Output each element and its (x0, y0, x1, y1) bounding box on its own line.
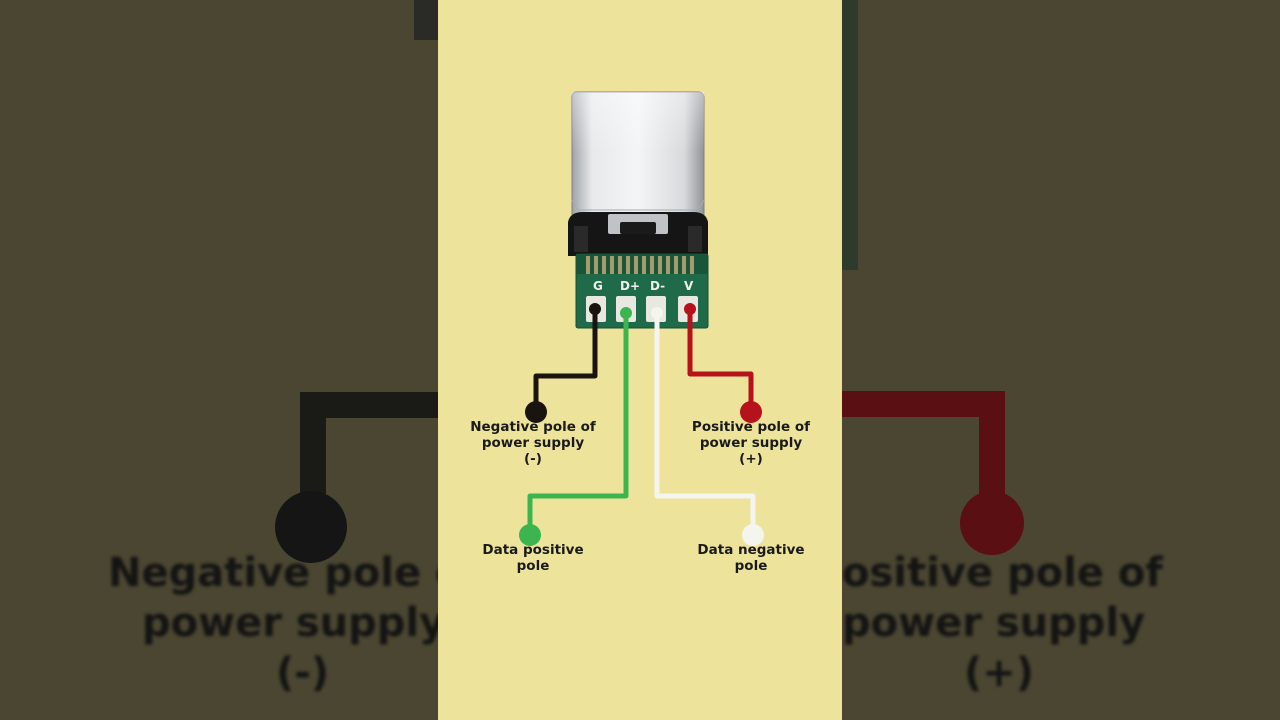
wire-data-positive (527, 311, 629, 535)
blurred-label-line1: Negative pole o (108, 550, 438, 596)
wire-negative (533, 305, 598, 413)
label-data-negative-line1: Data negative (697, 542, 805, 558)
terminal-dot-positive (740, 401, 762, 423)
label-data-positive-line1: Data positive (482, 542, 584, 558)
blurred-connector-edge (414, 0, 438, 40)
blurred-label-line3: (-) (276, 650, 330, 696)
background-right-blurred: ositive pole of power supply (+) (842, 0, 1280, 720)
blurred-wire-right (842, 0, 1024, 555)
solder-dot-negative (589, 303, 601, 315)
pin-label-dplus: D+ (620, 279, 640, 293)
terminal-dot-data-positive (519, 524, 541, 546)
blurred-label-line2: power supply (142, 600, 438, 646)
label-data-negative-line2: pole (734, 558, 768, 574)
pin-label-vcc: V (684, 279, 694, 293)
blurred-label-line3: (+) (964, 650, 1035, 696)
label-negative-line3: (-) (524, 451, 542, 467)
blurred-label-line2: power supply (842, 600, 1146, 646)
contact-pins (586, 256, 694, 274)
usb-c-plug-shell (571, 91, 705, 223)
solder-dot-data-negative (651, 307, 663, 319)
terminal-dot-negative (525, 401, 547, 423)
connector-clamp (568, 212, 708, 256)
pin-label-dminus: D- (650, 279, 665, 293)
label-negative-line1: Negative pole of (470, 419, 596, 435)
solder-dot-positive (684, 303, 696, 315)
blurred-connector-edge (842, 0, 858, 270)
label-negative-power: Negative pole of power supply (-) (458, 419, 608, 467)
label-positive-line1: Positive pole of (691, 419, 811, 435)
label-data-positive: Data positive pole (458, 542, 608, 574)
wire-positive (687, 305, 754, 413)
wire-data-negative (654, 311, 756, 535)
background-left-blurred: Negative pole o power supply (-) (0, 0, 438, 720)
label-positive-line2: power supply (699, 435, 803, 451)
solder-dot-data-positive (620, 307, 632, 319)
usb-c-wiring-diagram: G D+ D- V Negative pole of power supply (438, 0, 842, 720)
terminal-dot-data-negative (742, 524, 764, 546)
label-positive-power: Positive pole of power supply (+) (676, 419, 826, 467)
diagram-drawing: G D+ D- V (519, 91, 764, 546)
label-data-negative: Data negative pole (676, 542, 826, 574)
label-data-positive-line2: pole (516, 558, 550, 574)
pin-label-gnd: G (593, 279, 603, 293)
blurred-label-line1: ositive pole of (842, 550, 1163, 596)
blurred-wire-left (275, 0, 438, 563)
label-positive-line3: (+) (739, 451, 763, 467)
label-negative-line2: power supply (481, 435, 585, 451)
